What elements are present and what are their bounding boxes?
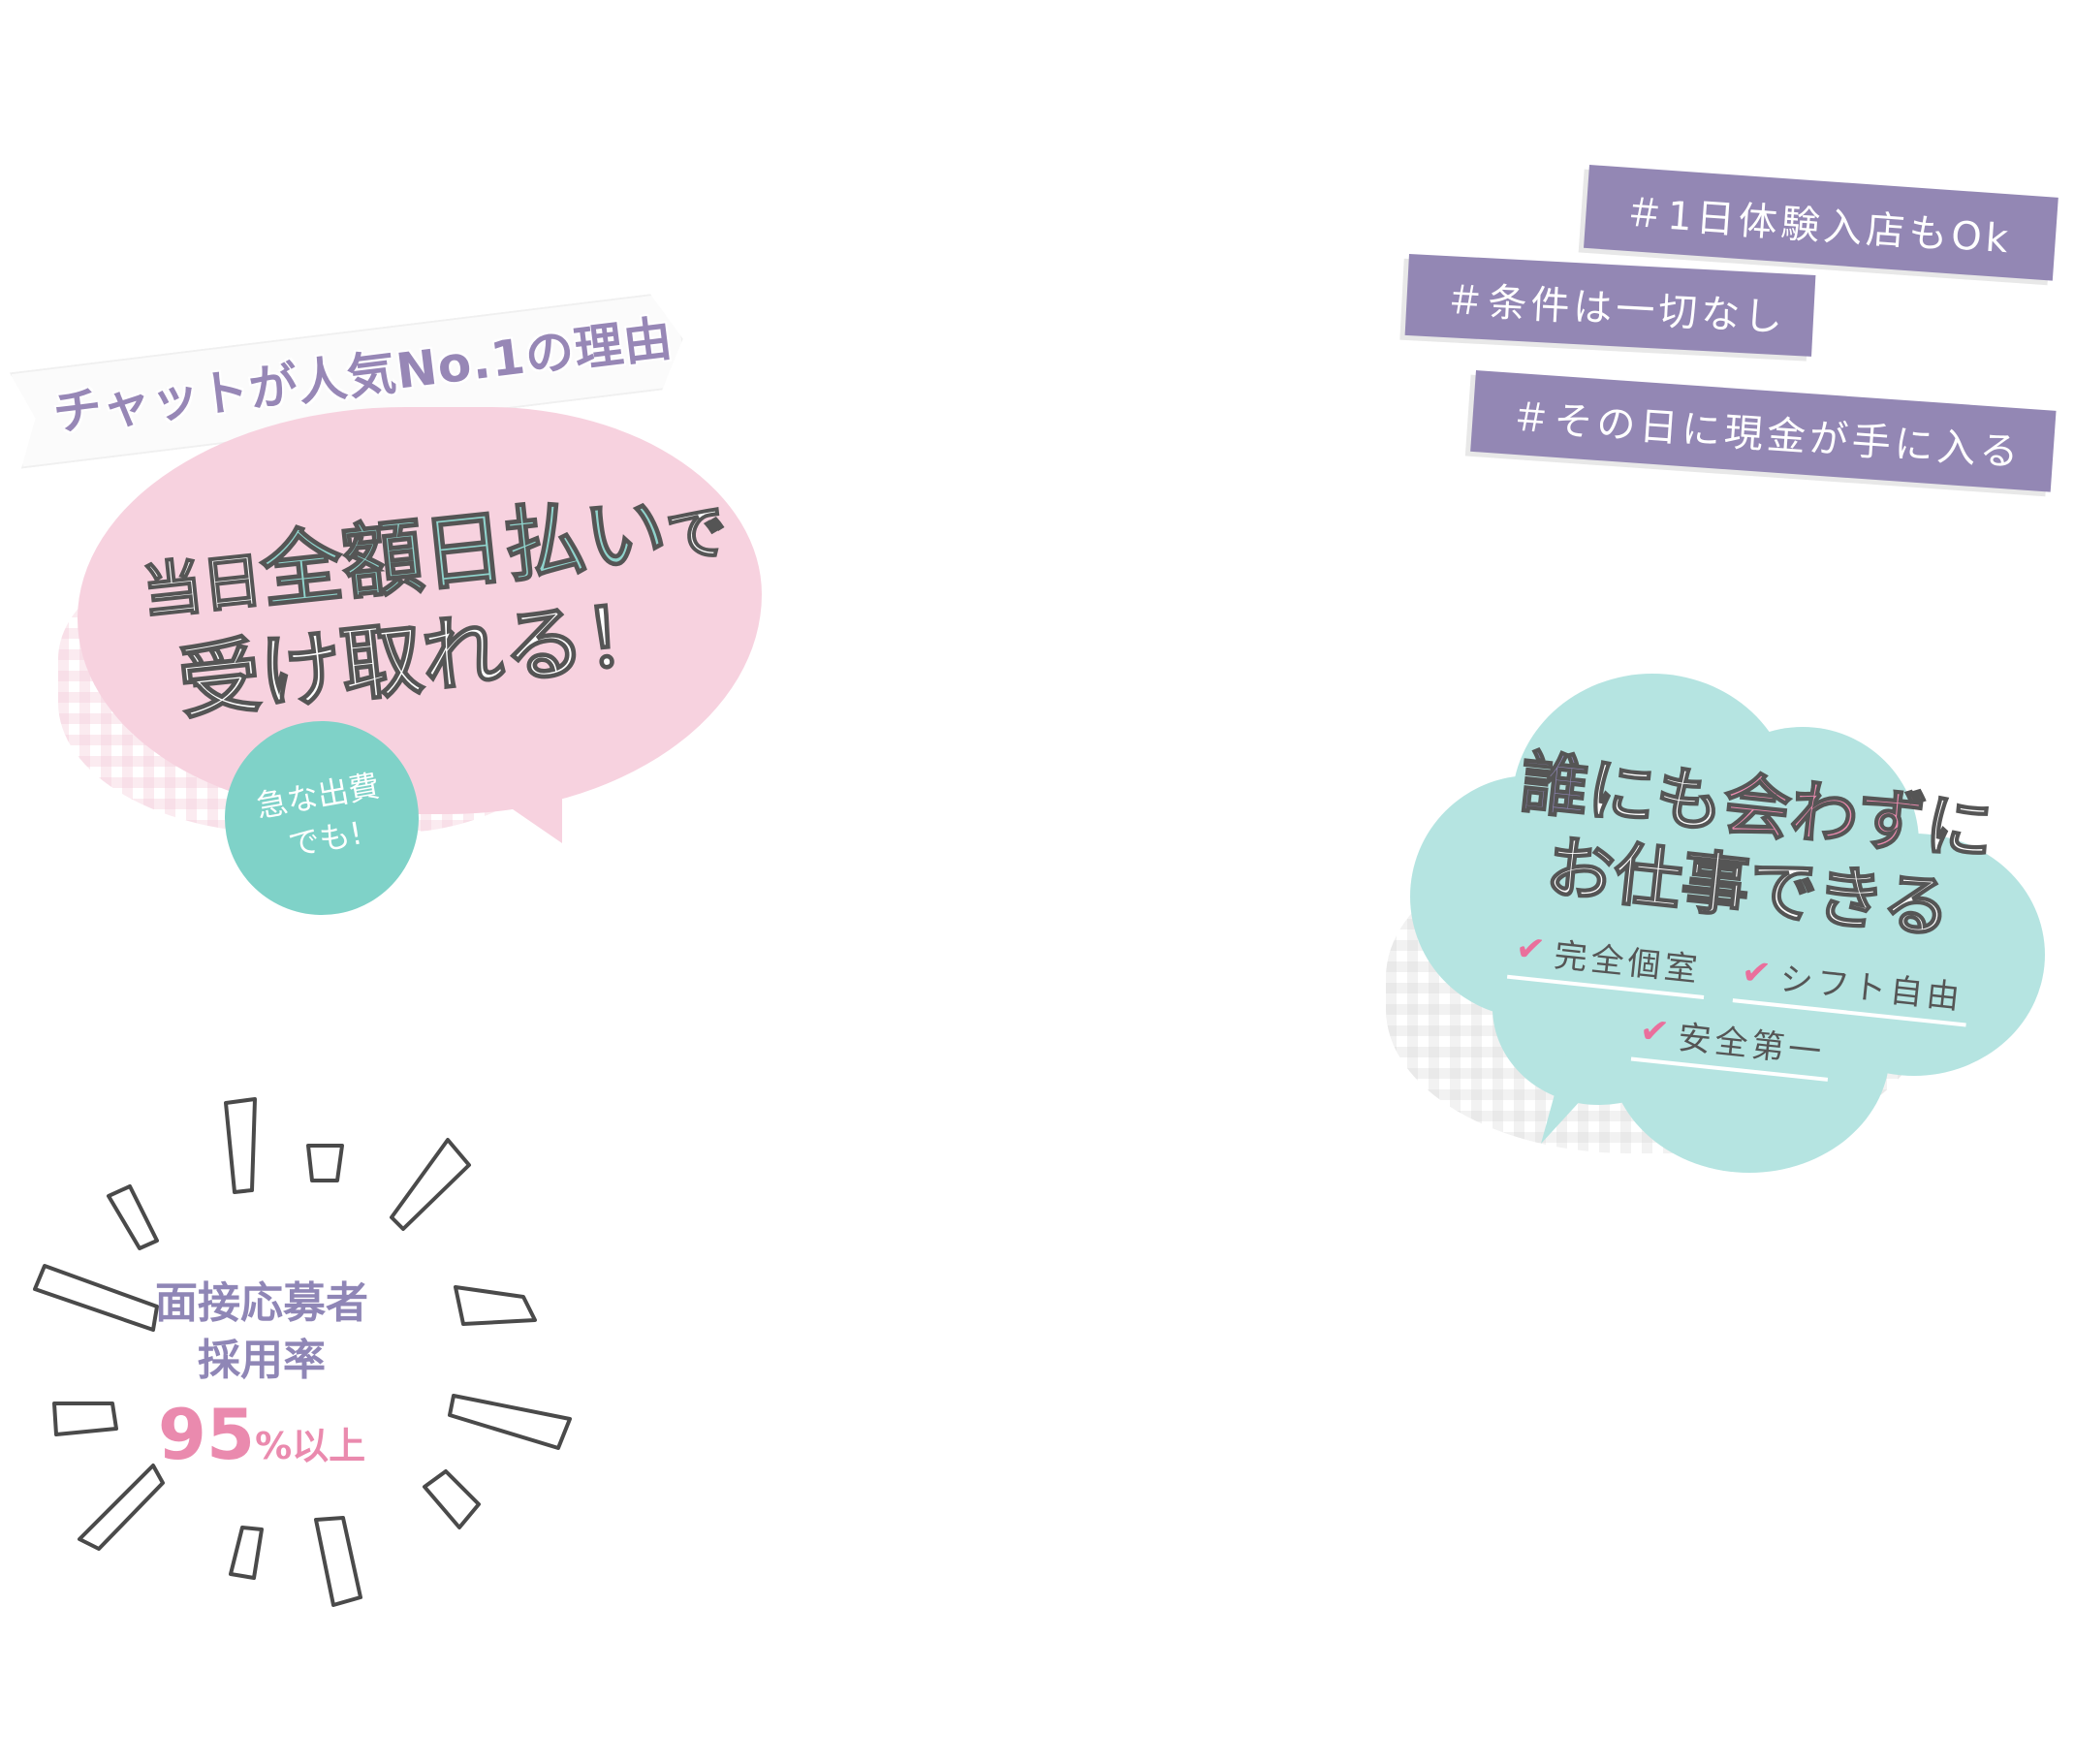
check-item-flexible-shift: ✔シフト自由 xyxy=(1732,947,1972,1027)
burst-ray xyxy=(314,1516,362,1607)
rate-unit: %以上 xyxy=(255,1424,366,1467)
burst-ray xyxy=(224,1097,257,1194)
mint-cloud-puff xyxy=(1570,804,1938,1056)
burst-line2: 採用率 xyxy=(198,1336,326,1386)
burst-ray xyxy=(33,1264,159,1332)
hiring-rate: 95%以上 xyxy=(126,1394,397,1475)
burst-ray xyxy=(448,1394,572,1450)
burst-ray xyxy=(78,1464,165,1551)
burst-ray xyxy=(107,1184,159,1250)
pink-speech-bubble xyxy=(78,407,762,814)
check-icon: ✔ xyxy=(1637,1010,1676,1054)
burst-ray xyxy=(454,1285,537,1326)
mint-bubble-content: 誰にも会わずに お仕事できる ✔完全個室 ✔シフト自由 ✔安全第一 xyxy=(1458,739,2030,1114)
hiring-rate-burst: 面接応募者 採用率 95%以上 xyxy=(19,1086,601,1619)
burst-ray xyxy=(306,1144,344,1182)
check-icon: ✔ xyxy=(1513,928,1552,971)
burst-ray xyxy=(390,1138,471,1231)
check-icon: ✔ xyxy=(1739,952,1777,995)
tag-same-day-cash: ＃その日に現金が手に入る xyxy=(1470,370,2057,492)
check-item-private-room: ✔完全個室 xyxy=(1506,923,1710,1000)
burst-ray xyxy=(52,1402,118,1436)
burst-text: 面接応募者 採用率 95%以上 xyxy=(126,1275,397,1475)
check-item-safety-first: ✔安全第一 xyxy=(1630,1005,1834,1082)
rate-number: 95 xyxy=(157,1393,256,1475)
burst-line1: 面接応募者 xyxy=(155,1278,368,1328)
burst-ray xyxy=(229,1526,264,1580)
burst-ray xyxy=(423,1469,481,1529)
burst-rays xyxy=(33,1097,572,1607)
tag-trial-entry: ＃1日体験入店もOk xyxy=(1584,165,2058,281)
tag-no-conditions: ＃条件は一切なし xyxy=(1404,254,1816,357)
